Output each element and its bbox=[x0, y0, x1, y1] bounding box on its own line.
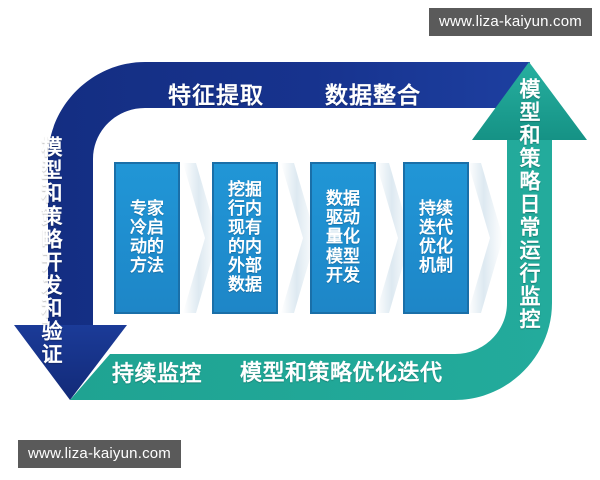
step-box-label: 挖掘行内现有的内外部数据 bbox=[228, 179, 262, 296]
chevron-icon bbox=[183, 163, 218, 313]
step-box-label: 专家冷启动的方法 bbox=[130, 198, 164, 277]
blue-arrowhead bbox=[14, 325, 127, 400]
teal-arrow-band bbox=[70, 62, 587, 400]
teal-arrowhead bbox=[472, 62, 587, 140]
top-stage-label-data-integration: 数据整合 bbox=[325, 83, 421, 109]
step-box-3[interactable]: 数据驱动量化模型开发 bbox=[310, 162, 376, 314]
watermark-top: www.liza-kaiyun.com bbox=[428, 8, 592, 36]
bottom-stage-label-model-strategy-optimization: 模型和策略优化迭代 bbox=[240, 361, 443, 386]
step-box-2[interactable]: 挖掘行内现有的内外部数据 bbox=[212, 162, 278, 314]
top-stage-label-feature-extraction: 特征提取 bbox=[168, 83, 264, 109]
chevron-icon bbox=[281, 163, 316, 313]
watermark-bottom: www.liza-kaiyun.com bbox=[18, 440, 182, 468]
step-box-label: 数据驱动量化模型开发 bbox=[326, 189, 360, 286]
chevron-icon bbox=[468, 163, 503, 313]
step-box-label: 持续迭代优化机制 bbox=[419, 198, 453, 277]
step-box-4[interactable]: 持续迭代优化机制 bbox=[403, 162, 469, 314]
step-box-1[interactable]: 专家冷启动的方法 bbox=[114, 162, 180, 314]
left-arrow-label: 模型和策略开发和验证 bbox=[39, 136, 63, 366]
right-arrow-label: 模型和策略日常运行监控 bbox=[517, 78, 541, 331]
bottom-stage-label-continuous-monitoring: 持续监控 bbox=[112, 362, 203, 387]
chevron-separators bbox=[183, 163, 503, 313]
